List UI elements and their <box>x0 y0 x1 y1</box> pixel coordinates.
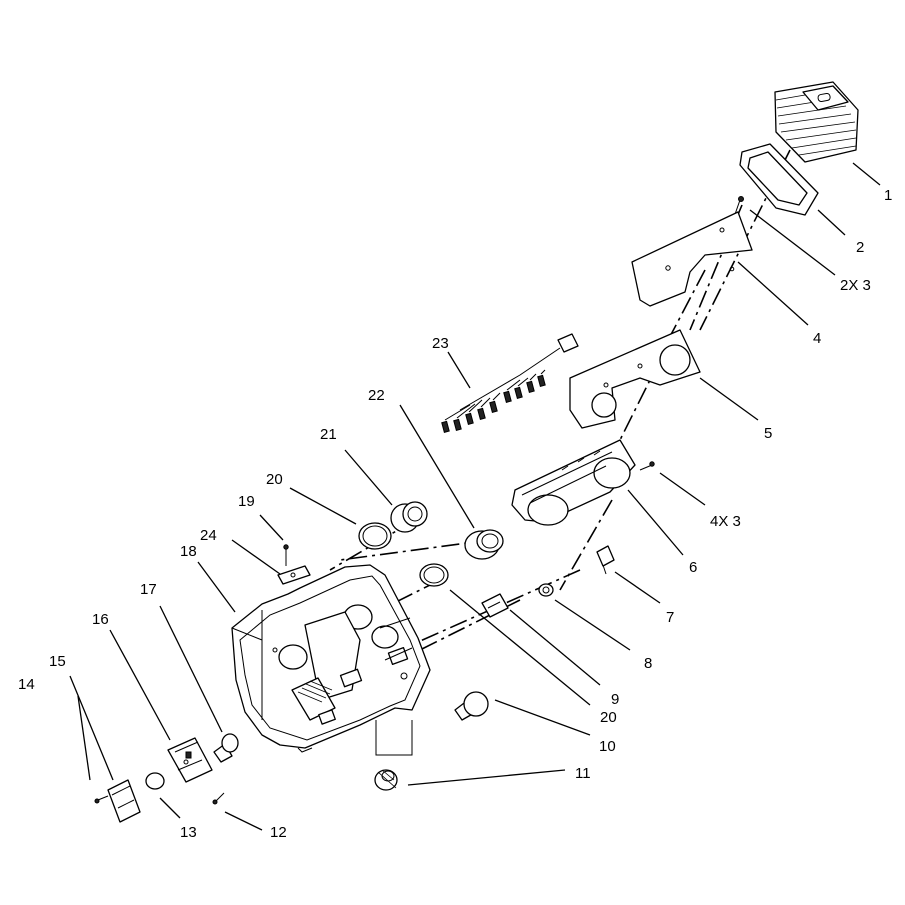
socket-11 <box>374 769 398 791</box>
boot-cover <box>774 81 859 163</box>
callout-4: 4 <box>813 330 821 347</box>
callout-11: 11 <box>575 765 591 782</box>
callout-22: 22 <box>368 387 385 404</box>
connector-row-upper <box>503 374 546 403</box>
callout-12: 12 <box>270 824 287 841</box>
callout-8: 8 <box>644 655 652 672</box>
screw-4x <box>639 461 655 471</box>
callout-24: 24 <box>200 527 217 544</box>
callout-1: 1 <box>884 187 892 204</box>
lamp-10 <box>454 691 489 721</box>
callout-18: 18 <box>180 543 197 560</box>
callout-21: 21 <box>320 426 337 443</box>
switch-block-16 <box>167 737 213 783</box>
key <box>596 545 615 575</box>
callout-10: 10 <box>599 738 616 755</box>
callout-20-upper: 20 <box>266 471 283 488</box>
callout-2: 2 <box>856 239 864 256</box>
switch-15 <box>107 779 141 823</box>
nut <box>538 583 554 597</box>
bulb-13 <box>145 772 165 790</box>
indicator-17 <box>213 733 239 763</box>
callout-4x3: 4X 3 <box>710 513 741 530</box>
gasket-frame <box>739 143 819 216</box>
connector-row-lower <box>441 400 498 433</box>
callout-20-lower: 20 <box>600 709 617 726</box>
mount-bracket-24 <box>277 565 311 585</box>
wiring-harness <box>441 333 579 433</box>
callout-14: 14 <box>18 676 35 693</box>
gauge-upper <box>390 501 428 533</box>
screw-12 <box>212 792 225 805</box>
callout-16: 16 <box>92 611 109 628</box>
rocker-switch <box>481 593 509 618</box>
bezel-ring-upper <box>358 522 392 550</box>
leader-lines <box>69 162 881 831</box>
bezel-ring-lower <box>419 563 449 587</box>
callout-7: 7 <box>666 609 674 626</box>
callout-6: 6 <box>689 559 697 576</box>
callout-19: 19 <box>238 493 255 510</box>
panel-plate <box>569 329 701 429</box>
screw-14 <box>94 795 109 804</box>
callout-13: 13 <box>180 824 197 841</box>
callout-9: 9 <box>611 691 619 708</box>
callout-labels: 1 2 2X 3 4 5 4X 3 6 7 8 9 20 10 11 12 13… <box>18 187 892 841</box>
gauge <box>464 529 504 560</box>
callout-5: 5 <box>764 425 772 442</box>
mount-screw-19 <box>283 544 289 566</box>
cover-plate <box>631 211 753 307</box>
dash-housing <box>231 564 431 753</box>
lamp-guide-lines <box>375 720 413 756</box>
callout-15: 15 <box>49 653 66 670</box>
callout-17: 17 <box>140 581 157 598</box>
instrument-bracket <box>511 439 636 526</box>
callout-2x3: 2X 3 <box>840 277 871 294</box>
callout-23: 23 <box>432 335 449 352</box>
